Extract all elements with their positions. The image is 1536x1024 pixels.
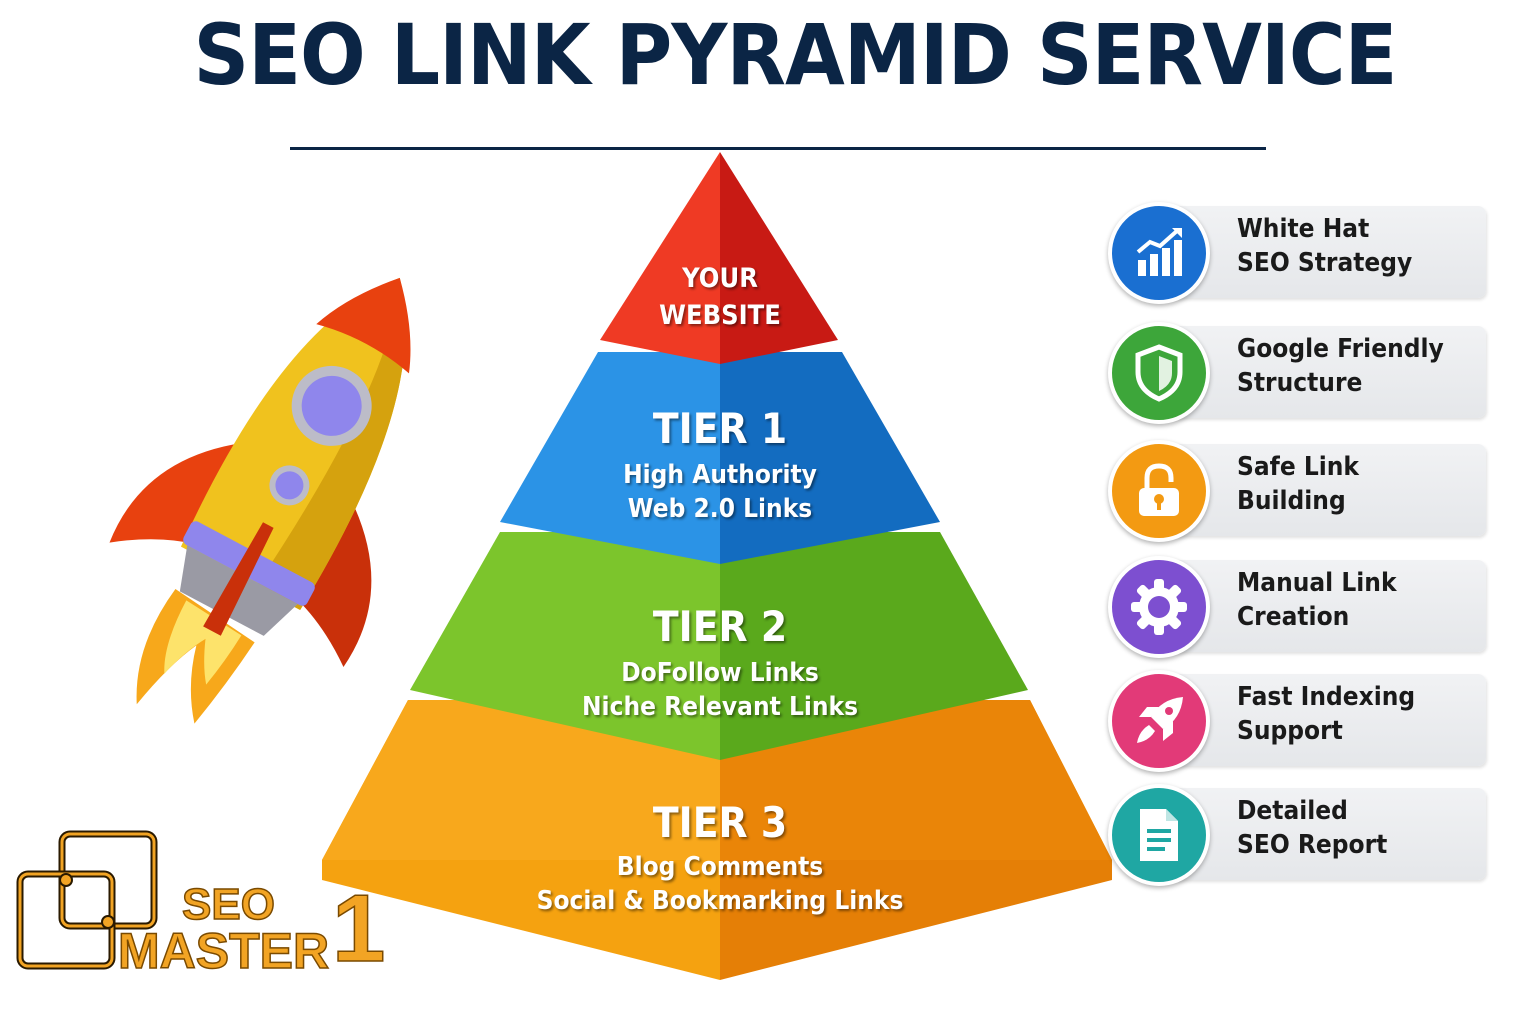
feature-line1: Fast Indexing <box>1237 682 1416 712</box>
tier3-right-face <box>720 860 1112 980</box>
feature-bar <box>1156 674 1486 766</box>
tier3-line1: Blog Comments <box>616 852 824 882</box>
apex-line1: YOUR <box>682 263 758 294</box>
feature-label: Safe Link Building <box>1237 450 1462 518</box>
logo-squares-icon <box>16 830 158 970</box>
feature-label: Detailed SEO Report <box>1237 794 1462 862</box>
logo-digit: 1 <box>331 874 386 983</box>
feature-bar <box>1156 206 1486 298</box>
feature-line2: Support <box>1237 716 1343 746</box>
shield-icon <box>1108 322 1210 424</box>
tier2-heading: TIER 2 <box>652 602 788 651</box>
tier2-line2: Niche Relevant Links <box>581 692 859 722</box>
tier1-description: High Authority Web 2.0 Links <box>623 458 817 526</box>
chart-growth-icon <box>1108 202 1210 304</box>
logo-seo-text: SEO <box>181 879 275 930</box>
feature-bar <box>1156 560 1486 652</box>
title-divider <box>290 147 1266 150</box>
feature-label: Manual Link Creation <box>1237 566 1462 634</box>
feature-detailed-report: Detailed SEO Report <box>1108 780 1488 886</box>
tier3-left-face <box>322 860 720 980</box>
feature-safe-link: Safe Link Building <box>1108 436 1488 542</box>
feature-line2: SEO Report <box>1237 830 1388 860</box>
feature-manual-link: Manual Link Creation <box>1108 552 1488 658</box>
tier2-block <box>410 532 1028 760</box>
page-title: SEO LINK PYRAMID SERVICE <box>193 6 1397 104</box>
feature-line1: Detailed <box>1237 796 1348 826</box>
feature-line2: Building <box>1237 486 1346 516</box>
website-apex <box>600 152 838 364</box>
feature-label: White Hat SEO Strategy <box>1237 212 1462 280</box>
feature-fast-indexing: Fast Indexing Support <box>1108 666 1488 772</box>
tier1-heading: TIER 1 <box>652 404 788 453</box>
feature-google-friendly: Google Friendly Structure <box>1108 318 1488 424</box>
apex-label: YOUR WEBSITE <box>659 260 781 334</box>
feature-line1: Google Friendly <box>1237 334 1444 364</box>
gear-icon <box>1108 556 1210 658</box>
feature-white-hat: White Hat SEO Strategy <box>1108 198 1488 304</box>
tier2-description: DoFollow Links Niche Relevant Links <box>582 656 858 724</box>
feature-label: Fast Indexing Support <box>1237 680 1462 748</box>
tier1-line2: Web 2.0 Links <box>627 494 813 524</box>
feature-line1: Safe Link <box>1237 452 1360 482</box>
feature-line2: SEO Strategy <box>1237 248 1413 278</box>
feature-bar <box>1156 444 1486 536</box>
feature-line2: Structure <box>1237 368 1363 398</box>
feature-line1: Manual Link <box>1237 568 1397 598</box>
rocket-illustration <box>109 277 411 724</box>
feature-label: Google Friendly Structure <box>1237 332 1462 400</box>
seo-master-logo: SEO MASTER 1 <box>14 828 386 983</box>
tier3-heading: TIER 3 <box>652 798 788 847</box>
tier3-description: Blog Comments Social & Bookmarking Links <box>537 850 904 918</box>
document-icon <box>1108 784 1210 886</box>
feature-bar <box>1156 326 1486 418</box>
tier3-block <box>322 700 1112 980</box>
apex-line2: WEBSITE <box>659 300 781 331</box>
tier3-line2: Social & Bookmarking Links <box>536 886 904 916</box>
feature-line2: Creation <box>1237 602 1350 632</box>
feature-bar <box>1156 788 1486 880</box>
tier1-block <box>500 352 940 564</box>
tier1-line1: High Authority <box>623 460 817 490</box>
tier2-line1: DoFollow Links <box>621 658 819 688</box>
logo-master-text: MASTER <box>117 922 330 980</box>
feature-line1: White Hat <box>1237 214 1370 244</box>
lock-icon <box>1108 440 1210 542</box>
rocket-icon <box>1108 670 1210 772</box>
